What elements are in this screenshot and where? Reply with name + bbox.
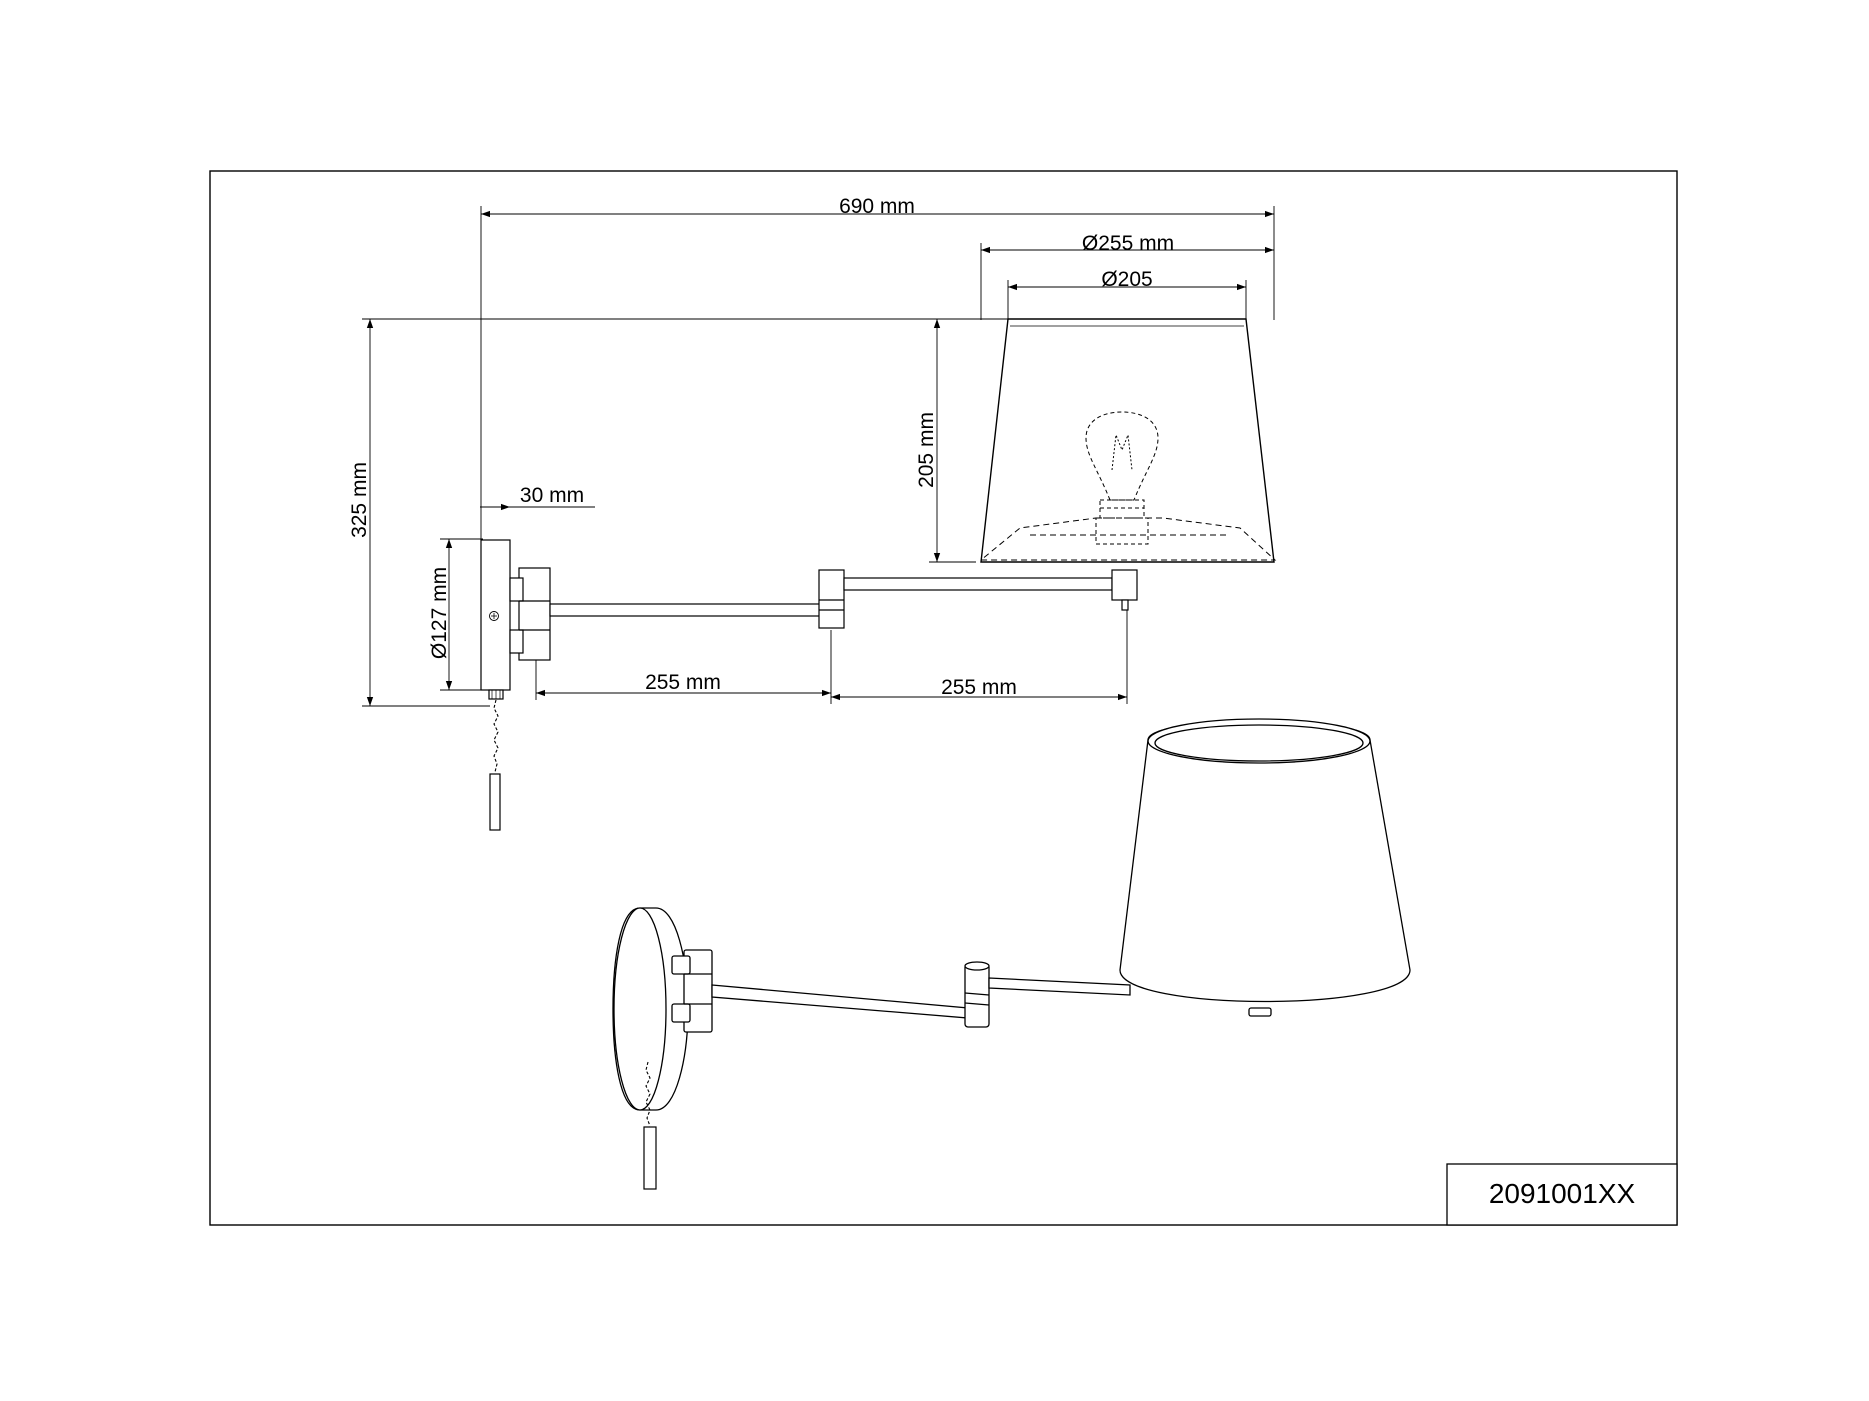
light-bulb-icon bbox=[1085, 411, 1159, 545]
perspective-shade bbox=[1119, 718, 1411, 1017]
backplate bbox=[480, 539, 511, 700]
wall-hinge bbox=[509, 567, 551, 661]
dim-backplate-depth: 30 mm bbox=[520, 484, 584, 507]
dim-shade-bottom-diameter: Ø205 bbox=[1101, 268, 1152, 291]
dim-shade-height: 205 mm bbox=[915, 412, 938, 488]
dim-arm-segment-1: 255 mm bbox=[645, 671, 721, 694]
dim-arm-segment-2: 255 mm bbox=[941, 676, 1017, 699]
drawing-frame bbox=[209, 170, 1678, 1226]
perspective-arm-1 bbox=[711, 984, 969, 1019]
dim-shade-top-diameter: Ø255 mm bbox=[1082, 232, 1174, 255]
lamp-shade bbox=[979, 318, 1277, 563]
pull-weight bbox=[489, 773, 501, 831]
title-block: 2091001XX bbox=[1446, 1163, 1678, 1226]
perspective-wall-plate bbox=[612, 907, 689, 1111]
arm-segment-2 bbox=[843, 577, 1113, 591]
dim-total-height: 325 mm bbox=[348, 462, 371, 538]
part-number: 2091001XX bbox=[1489, 1178, 1636, 1209]
arm-segment-1 bbox=[549, 603, 821, 617]
dimension-labels: 690 mm Ø255 mm Ø205 325 mm 205 mm 30 mm … bbox=[348, 195, 1174, 699]
side-view: 690 mm Ø255 mm Ø205 325 mm 205 mm 30 mm … bbox=[348, 195, 1277, 831]
perspective-pull-weight bbox=[643, 1126, 657, 1190]
perspective-arm-2 bbox=[988, 977, 1131, 996]
dim-overall-width: 690 mm bbox=[839, 195, 915, 218]
perspective-view bbox=[612, 718, 1411, 1190]
dim-backplate-diameter: Ø127 mm bbox=[428, 567, 451, 659]
middle-joint bbox=[818, 569, 845, 629]
shade-joint bbox=[1111, 569, 1138, 611]
pull-chain bbox=[489, 699, 501, 831]
perspective-middle-joint bbox=[964, 961, 990, 1028]
dimension-lines bbox=[366, 210, 1274, 706]
perspective-pull-chain bbox=[643, 1061, 657, 1190]
